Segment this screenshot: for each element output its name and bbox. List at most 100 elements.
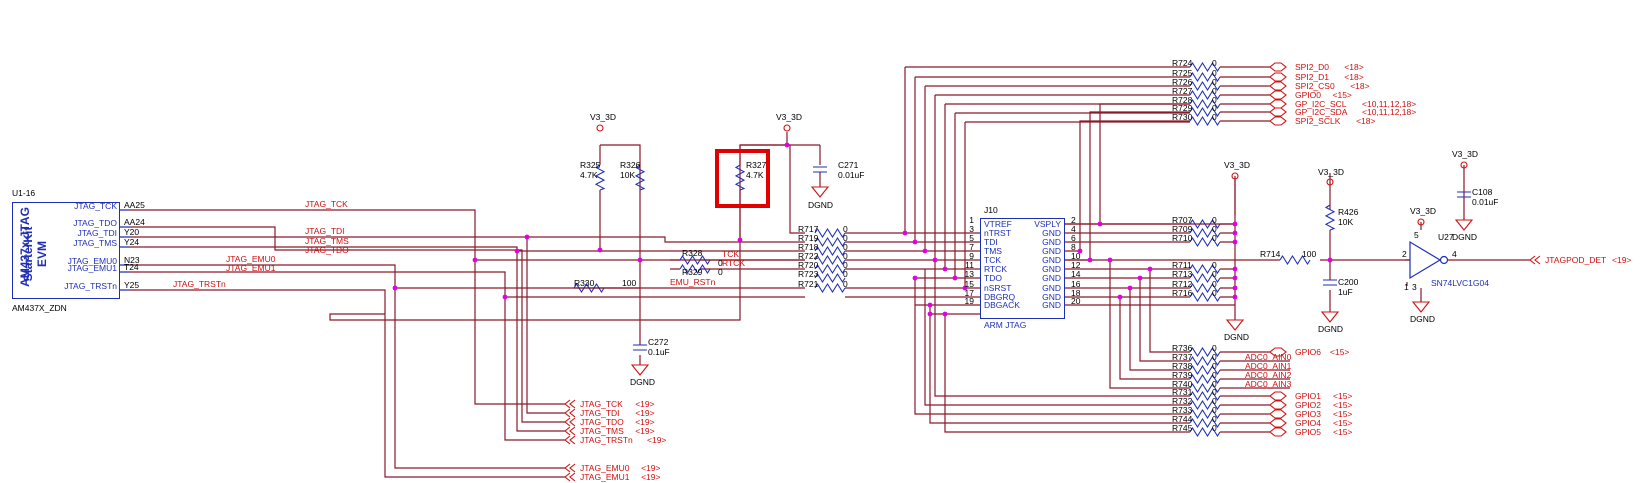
j10-symbol [980,218,1065,319]
r329-ref: R329 [682,267,703,277]
dgnd-icon [630,364,650,376]
r328-value: 0 [718,258,723,268]
j10-pin-number: 4 [1071,224,1076,234]
series-resistor [814,236,846,248]
net-label-jtag-tms: JTAG_TMS [305,236,349,246]
offpage-net-label: JTAG_TMS [580,426,624,436]
offpage-net-label: JTAG_TDO [580,417,624,427]
adc-net-label: ADC0_AIN2 [1245,370,1292,380]
r329-value: 0 [718,267,723,277]
offpage-page-ref: <10,11,12,18> [1362,107,1416,117]
offpage-connector-icon [564,408,576,418]
r327-symbol [734,164,746,191]
adc-resistor-ref: R736 [1172,343,1193,353]
offpage-connector-icon [564,399,576,409]
net-label-jtag-emu1: JTAG_EMU1 [226,263,276,273]
u1-pin-ball: N23 [124,255,140,265]
junction-dot [1147,266,1153,272]
r330-ref: R330 [574,278,595,288]
dgnd-icon [1320,311,1340,323]
right-resistor [1189,282,1221,294]
series-resistor-value: 0 [843,251,848,261]
u1-pin-ball: AA25 [124,200,145,210]
dgnd-icon [1225,319,1245,331]
offpage-net-label: GPIO3 [1295,409,1321,419]
series-resistor-value: 0 [843,242,848,252]
junction-dot [932,257,938,263]
offpage-connector-icon [1269,418,1287,428]
c272-symbol [633,344,647,351]
j10-pin-label: GND [1042,300,1061,310]
j10-pin-label: GND [1042,246,1061,256]
r326-symbol [634,164,646,191]
offpage-net-label: GP_I2C_SCL [1295,99,1347,109]
j10-pin-number: 17 [965,288,975,298]
r325-symbol [594,164,606,191]
offpage-resistor-ref: R725 [1172,68,1193,78]
gpio-resistor-ref: R733 [1172,405,1193,415]
offpage-resistor-ref: R728 [1172,95,1193,105]
series-resistor-ref: R717 [798,224,819,234]
gpio-resistor [1189,390,1221,402]
j10-pin-number: 9 [969,251,974,261]
junction-dot [1127,285,1133,291]
u27-pin-nc: 1 [1404,282,1409,292]
offpage-connector-icon [1269,99,1287,109]
offpage-connector-icon [1269,107,1287,117]
r327-value: 4.7K [746,170,764,180]
adc-resistor-value: 0 [1212,361,1217,371]
v3-3d-label: V3_3D [1410,206,1436,216]
u1-pin-ball: Y25 [124,280,139,290]
series-resistor-ref: R718 [798,242,819,252]
right-resistor-value: 0 [1212,269,1217,279]
c200-ref: C200 [1338,277,1359,287]
offpage-page-ref: <19> [635,417,654,427]
offpage-connector-icon [1269,391,1287,401]
right-resistor-ref: R707 [1172,215,1193,225]
gpio-resistor [1189,417,1221,429]
j10-ref: J10 [984,205,998,215]
j10-pin-number: 13 [965,269,975,279]
offpage-resistor [1189,61,1221,73]
offpage-resistor-ref: R729 [1172,103,1193,113]
j10-pin-label: GND [1042,237,1061,247]
offpage-net-label: GPIO5 [1295,427,1321,437]
r325-ref: R325 [580,160,601,170]
offpage-resistor-ref: R727 [1172,86,1193,96]
offpage-resistor [1189,89,1221,101]
offpage-page-ref: <15> [1333,427,1352,437]
series-resistor [814,227,846,239]
gpio-resistor-value: 0 [1212,423,1217,433]
j10-pin-number: 14 [1071,269,1081,279]
offpage-net-label: JTAGPOD_DET [1545,255,1606,265]
offpage-connector-icon [564,463,576,473]
c200-value: 1uF [1338,287,1353,297]
offpage-resistor-value: 0 [1212,68,1217,78]
gpio-resistor-ref: R745 [1172,423,1193,433]
j10-pin-label: TCK [984,255,1001,265]
dgnd-label: DGND [1318,324,1343,334]
adc-resistor-value: 0 [1212,352,1217,362]
adc-resistor-ref: R740 [1172,379,1193,389]
j10-pin-label: nSRST [984,283,1011,293]
u1-pin-ball: Y20 [124,227,139,237]
right-resistor-value: 0 [1212,215,1217,225]
junction-dots [392,142,1333,317]
offpage-connector-icon [564,426,576,436]
offpage-page-ref: <10,11,12,18> [1362,99,1416,109]
j10-pin-label: VTREF [984,219,1012,229]
junction-dot [1232,266,1238,272]
right-resistor-value: 0 [1212,279,1217,289]
net-label-jtag-tck: JTAG_TCK [305,199,348,209]
net-label-jtag-emu0: JTAG_EMU0 [226,254,276,264]
offpage-page-ref: <18> [1344,62,1363,72]
adc-resistor [1189,364,1221,376]
v3-3d-icon [596,124,604,132]
u1-pin-ball: T24 [124,262,139,272]
junction-dot [912,239,918,245]
j10-pin-number: 19 [965,296,975,306]
dgnd-icon [1454,219,1474,231]
adc-resistor [1189,382,1221,394]
offpage-page-ref: <15> [1333,391,1352,401]
